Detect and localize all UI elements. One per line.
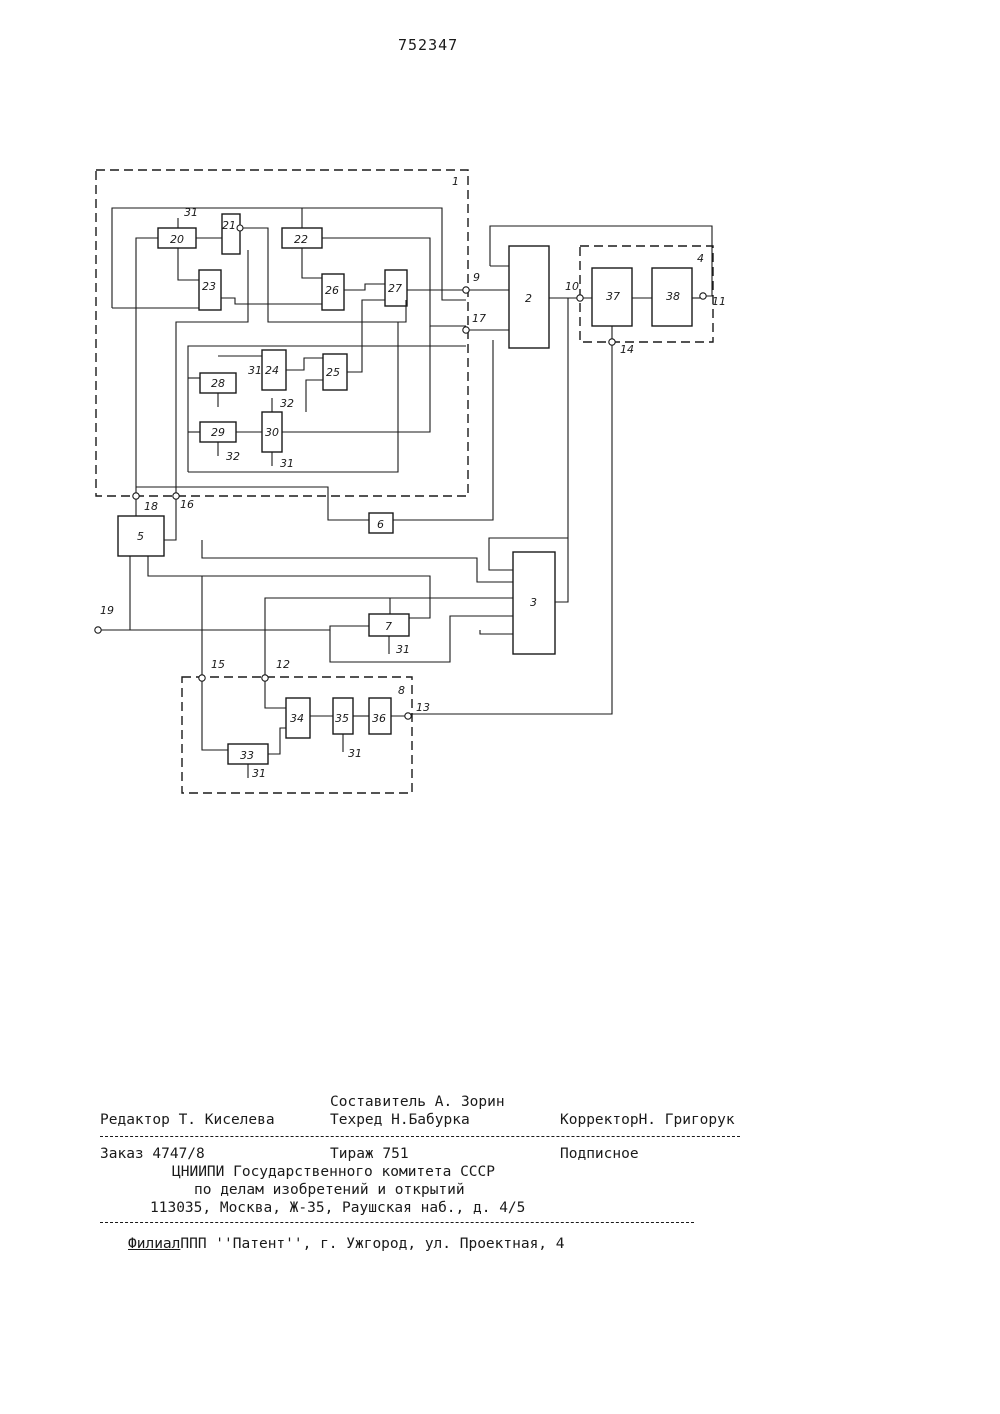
terminal-13-node xyxy=(405,713,411,719)
terminal-19-node xyxy=(95,627,101,633)
wire xyxy=(489,538,568,570)
block-label: 35 xyxy=(335,712,349,725)
wire xyxy=(393,340,493,520)
org-line-1: ЦНИИПИ Государственного комитета СССР xyxy=(172,1163,495,1181)
block-label: 22 xyxy=(294,233,308,246)
circulation: Тираж 751 xyxy=(330,1145,409,1163)
wire xyxy=(282,326,430,432)
control-label: 31 xyxy=(252,767,266,780)
terminal-10-node xyxy=(577,295,583,301)
wire xyxy=(302,248,322,278)
terminal-15-node xyxy=(199,675,205,681)
block-label: 33 xyxy=(240,749,254,762)
terminal-label: 11 xyxy=(712,295,726,308)
branch-line: ФилиалППП ''Патент'', г. Ужгород, ул. Пр… xyxy=(128,1235,565,1253)
editor: Редактор Т. Киселева xyxy=(100,1111,275,1129)
terminal-label: 14 xyxy=(620,343,634,356)
block-label: 38 xyxy=(666,290,680,303)
block-label: 6 xyxy=(377,518,384,531)
wire xyxy=(136,487,369,520)
block-label: 24 xyxy=(265,364,279,377)
wire xyxy=(221,298,322,304)
terminal-12-node xyxy=(262,675,268,681)
terminal-label: 12 xyxy=(276,658,290,671)
block-label: 7 xyxy=(385,620,392,633)
terminal-14-node xyxy=(609,339,615,345)
terminal-17-node xyxy=(463,327,469,333)
composer: Составитель А. Зорин xyxy=(330,1093,505,1111)
wire xyxy=(98,626,369,630)
divider xyxy=(100,1136,740,1137)
control-label: 31 xyxy=(396,643,410,656)
block-label: 36 xyxy=(372,712,386,725)
wire xyxy=(136,238,158,500)
terminal-label: 17 xyxy=(472,312,486,325)
block-label: 2 xyxy=(525,292,532,305)
terminal-16-node xyxy=(173,493,179,499)
control-label: 31 xyxy=(348,747,362,760)
block-label: 8 xyxy=(398,684,405,697)
wire xyxy=(112,208,466,308)
control-label: 31 xyxy=(248,364,262,377)
terminal-label: 15 xyxy=(211,658,225,671)
wire xyxy=(480,630,513,634)
wire xyxy=(555,298,568,602)
wire xyxy=(265,682,286,708)
wire xyxy=(164,500,176,540)
wire xyxy=(178,248,199,280)
subscription: Подписное xyxy=(560,1145,639,1163)
block-label: 37 xyxy=(606,290,620,303)
terminal-label: 18 xyxy=(144,500,158,513)
block-label: 26 xyxy=(325,284,339,297)
control-label: 31 xyxy=(184,206,198,219)
block-label: 29 xyxy=(211,426,225,439)
block-label: 5 xyxy=(137,530,144,543)
control-label: 32 xyxy=(226,450,240,463)
block-label: 25 xyxy=(326,366,340,379)
block-label: 28 xyxy=(211,377,225,390)
order: Заказ 4747/8 xyxy=(100,1145,205,1163)
terminal-18-node xyxy=(133,493,139,499)
junction-node xyxy=(237,225,243,231)
block-label: 1 xyxy=(452,175,459,188)
terminal-label: 10 xyxy=(565,280,579,293)
terminal-label: 13 xyxy=(416,701,430,714)
group-box-8 xyxy=(182,677,412,793)
block-diagram: 1 2 3 4 5 6 7 8 20 21 22 23 24 25 26 27 … xyxy=(0,0,1000,820)
wire xyxy=(268,728,286,754)
wire xyxy=(347,300,385,372)
wire xyxy=(344,284,385,290)
wire xyxy=(148,556,430,618)
wire xyxy=(330,616,513,662)
block-label: 4 xyxy=(697,252,704,265)
control-label: 32 xyxy=(280,397,294,410)
corrector: КорректорН. Григорук xyxy=(560,1111,735,1129)
wire xyxy=(286,358,323,370)
block-label: 20 xyxy=(170,233,184,246)
control-label: 31 xyxy=(280,457,294,470)
block-label: 34 xyxy=(290,712,304,725)
branch-rest: ППП ''Патент'', г. Ужгород, ул. Проектна… xyxy=(180,1236,564,1252)
block-label: 27 xyxy=(388,282,402,295)
terminal-label: 16 xyxy=(180,498,194,511)
block-label: 21 xyxy=(222,219,236,232)
wire xyxy=(490,226,712,296)
block-label: 23 xyxy=(202,280,216,293)
group-box-4 xyxy=(580,246,713,342)
techred: Техред Н.Бабурка xyxy=(330,1111,470,1129)
terminal-11-node xyxy=(700,293,706,299)
divider xyxy=(100,1222,694,1223)
terminal-label: 19 xyxy=(100,604,114,617)
block-label: 30 xyxy=(265,426,279,439)
org-line-2: по делам изобретений и открытий xyxy=(194,1181,465,1199)
wire xyxy=(306,380,323,412)
address: 113035, Москва, Ж-35, Раушская наб., д. … xyxy=(150,1199,525,1217)
wire xyxy=(240,228,406,322)
block-label: 3 xyxy=(530,596,537,609)
terminal-9-node xyxy=(463,287,469,293)
terminal-label: 9 xyxy=(473,271,480,284)
branch-label: Филиал xyxy=(128,1236,180,1252)
